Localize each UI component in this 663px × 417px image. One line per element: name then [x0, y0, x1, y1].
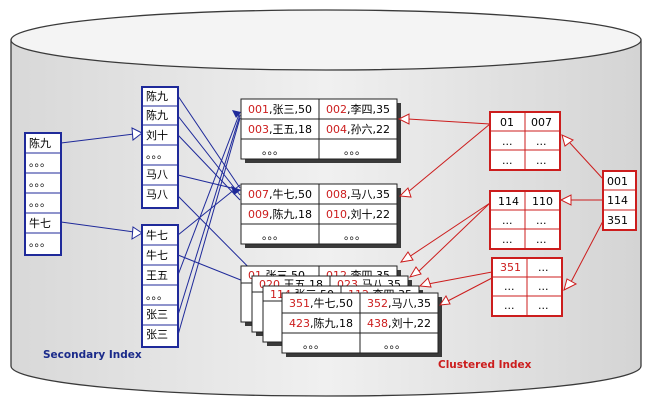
page2-row2-col1: 009,陈九,18: [248, 207, 312, 221]
sec-lower-cell-3: 王五: [146, 269, 168, 282]
page2-row3-col2: 。。。: [344, 229, 366, 242]
clustered-node-1: 01 007 ... ... ... ...: [489, 111, 561, 171]
secondary-index-node-upper: 陈九 陈九 刘十 。。。 马八 马八: [141, 86, 179, 209]
cnode2-cell-1: 114: [498, 195, 519, 208]
cnode3-cell-3: ...: [504, 280, 515, 293]
clustered-node-2: 114 110 ... ... ... ...: [489, 190, 561, 250]
sec-lower-cell-6: 张三: [146, 328, 168, 341]
secondary-index-node-lower: 牛七 牛七 王五 。。。 张三 张三: [141, 224, 179, 348]
croot-cell-3: 351: [607, 214, 628, 227]
page1-row3-col2: 。。。: [344, 144, 366, 157]
sec-upper-cell-5: 马八: [146, 168, 168, 181]
page1-row1-col1: 001,张三,50: [248, 103, 312, 116]
secondary-index-root: 陈九 。。。 。。。 。。。 牛七 。。。: [24, 132, 62, 256]
sec-root-cell-2: 。。。: [29, 156, 51, 169]
sec-root-cell-1: 陈九: [29, 136, 51, 150]
cnode2-cell-5: ...: [502, 233, 513, 246]
clustered-to-leaf-links: [407, 118, 493, 305]
page1-row1-col2: 002,李四,35: [326, 102, 390, 116]
cnode2-cell-6: ...: [536, 233, 547, 246]
front-row2-col2: 438,刘十,22: [367, 316, 431, 330]
leaf-page-1: 001,张三,50 002,李四,35 003,王五,18 004,孙六,22 …: [240, 98, 401, 163]
cnode1-cell-4: ...: [536, 135, 547, 148]
leaf-page-front: 351,牛七,50 352,马八,35 423,陈九,18 438,刘十,22 …: [281, 292, 442, 357]
cnode1-cell-2: 007: [531, 116, 552, 129]
secondary-index-label: Secondary Index: [43, 349, 142, 361]
page1-row2-col1: 003,王五,18: [248, 123, 312, 136]
cnode1-cell-6: ...: [536, 154, 547, 167]
secondary-root-arrows: [60, 127, 143, 240]
sec-upper-cell-1: 陈九: [146, 89, 168, 103]
cnode1-cell-3: ...: [502, 135, 513, 148]
cnode3-cell-4: ...: [538, 280, 549, 293]
croot-cell-2: 114: [607, 194, 628, 207]
sec-upper-cell-2: 陈九: [146, 108, 168, 122]
sec-root-cell-5: 牛七: [29, 216, 51, 230]
clustered-root: 001 114 351: [602, 170, 637, 231]
front-row1-col2: 352,马八,35: [367, 297, 431, 310]
sec-root-cell-4: 。。。: [29, 196, 51, 209]
page2-row1-col2: 008,马八,35: [326, 188, 390, 201]
leaf-page-2: 007,牛七,50 008,马八,35 009,陈九,18 010,刘十,22 …: [240, 183, 401, 248]
clustered-node-3: 351 ... ... ... ... ...: [491, 257, 563, 317]
sec-upper-cell-3: 刘十: [146, 128, 168, 142]
sec-lower-cell-5: 张三: [146, 308, 168, 321]
clustered-root-arrows: [559, 134, 604, 291]
clustered-link-arrowheads: [397, 113, 451, 306]
front-row1-col1: 351,牛七,50: [289, 296, 353, 310]
cnode3-cell-1: 351: [500, 261, 521, 274]
front-row2-col1: 423,陈九,18: [289, 316, 353, 330]
cnode2-cell-3: ...: [502, 214, 513, 227]
croot-cell-1: 001: [607, 175, 628, 188]
page2-row1-col1: 007,牛七,50: [248, 187, 312, 201]
front-row3-col2: 。。。: [384, 338, 406, 351]
page2-row3-col1: 。。。: [262, 229, 284, 242]
front-row3-col1: 。。。: [303, 338, 325, 351]
cnode2-cell-2: 110: [532, 195, 553, 208]
sec-root-cell-6: 。。。: [29, 236, 51, 249]
sec-lower-cell-1: 牛七: [146, 228, 168, 242]
cnode3-cell-5: ...: [504, 299, 515, 312]
cnode1-cell-1: 01: [500, 116, 514, 129]
page1-row3-col1: 。。。: [262, 144, 284, 157]
page2-row2-col2: 010,刘十,22: [326, 207, 390, 221]
cnode2-cell-4: ...: [536, 214, 547, 227]
sec-root-cell-3: 。。。: [29, 176, 51, 189]
clustered-index-label: Clustered Index: [438, 359, 532, 371]
cnode3-cell-6: ...: [538, 299, 549, 312]
sec-lower-cell-2: 牛七: [146, 248, 168, 262]
page1-row2-col2: 004,孙六,22: [326, 123, 390, 136]
sec-upper-cell-6: 马八: [146, 188, 168, 201]
cnode3-cell-2: ...: [538, 261, 549, 274]
sec-upper-cell-4: 。。。: [146, 148, 168, 161]
sec-lower-cell-4: 。。。: [146, 289, 168, 302]
cnode1-cell-5: ...: [502, 154, 513, 167]
